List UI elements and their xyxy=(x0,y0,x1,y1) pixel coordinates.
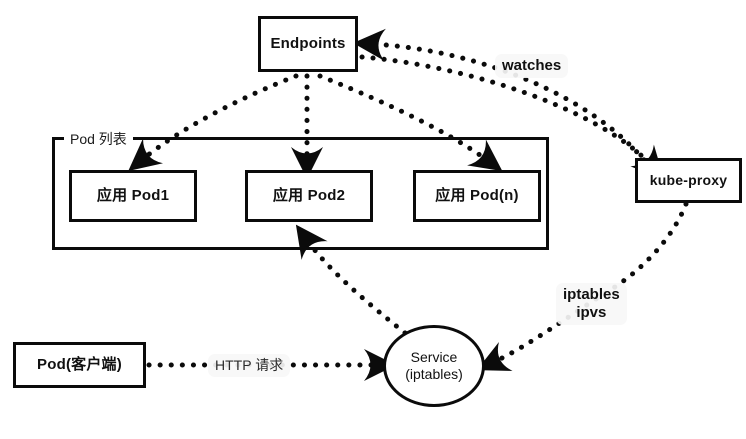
ipvs-label-text: ipvs xyxy=(576,304,607,321)
service-node[interactable]: Service (iptables) xyxy=(383,325,485,407)
podn-label: 应用 Pod(n) xyxy=(435,187,519,205)
endpoints-label: Endpoints xyxy=(270,35,346,53)
kube-proxy-node[interactable]: kube-proxy xyxy=(635,158,742,203)
pod2-label: 应用 Pod2 xyxy=(272,187,346,205)
pod1-node[interactable]: 应用 Pod1 xyxy=(69,170,197,222)
http-request-edge-label: HTTP 请求 xyxy=(208,354,291,377)
service-label-line2: (iptables) xyxy=(405,366,463,382)
edge-service-to-pod2 xyxy=(295,224,408,336)
watches-label-text: watches xyxy=(502,57,562,74)
pod-list-group xyxy=(52,137,549,250)
pod2-node[interactable]: 应用 Pod2 xyxy=(245,170,373,222)
iptables-label-text: iptables xyxy=(563,286,620,303)
http-request-label-text: HTTP 请求 xyxy=(215,357,284,373)
podn-node[interactable]: 应用 Pod(n) xyxy=(413,170,541,222)
service-label-line1: Service xyxy=(410,348,458,365)
client-pod-node[interactable]: Pod(客户端) xyxy=(13,342,146,388)
client-pod-label: Pod(客户端) xyxy=(37,356,122,374)
iptables-ipvs-edge-label: iptables ipvs xyxy=(556,283,627,325)
endpoints-node[interactable]: Endpoints xyxy=(258,16,358,72)
pod1-label: 应用 Pod1 xyxy=(96,187,170,205)
pod-list-group-label: Pod 列表 xyxy=(64,129,133,149)
watches-edge-label: watches xyxy=(495,54,569,78)
kube-proxy-label: kube-proxy xyxy=(649,172,728,189)
